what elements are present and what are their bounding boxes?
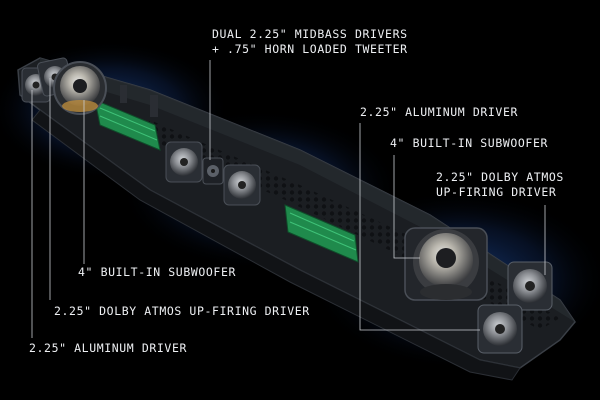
midbass-driver-2 xyxy=(223,164,261,206)
leader-line-subwoofer-right xyxy=(393,155,420,259)
label-dual-midbass-line2: + .75" HORN LOADED TWEETER xyxy=(212,42,408,56)
capacitor xyxy=(150,95,158,117)
circuit-board-left xyxy=(94,99,161,151)
label-atmos-right: 2.25" DOLBY ATMOS UP-FIRING DRIVER xyxy=(436,170,564,200)
midbass-driver-1 xyxy=(165,141,203,183)
leader-line-aluminum-right xyxy=(359,123,480,331)
label-dual-midbass-line1: DUAL 2.25" MIDBASS DRIVERS xyxy=(212,27,408,41)
left-subwoofer xyxy=(53,61,107,115)
right-atmos-driver xyxy=(507,261,553,311)
label-atmos-right-line2: UP-FIRING DRIVER xyxy=(436,185,557,199)
label-atmos-right-line1: 2.25" DOLBY ATMOS xyxy=(436,170,564,184)
label-atmos-left: 2.25" DOLBY ATMOS UP-FIRING DRIVER xyxy=(54,304,310,318)
label-dual-midbass: DUAL 2.25" MIDBASS DRIVERS + .75" HORN L… xyxy=(212,27,408,57)
label-subwoofer-right: 4" BUILT-IN SUBWOOFER xyxy=(390,136,548,150)
capacitor xyxy=(120,85,127,103)
horn-tweeter xyxy=(202,157,224,185)
label-subwoofer-left: 4" BUILT-IN SUBWOOFER xyxy=(78,265,236,279)
label-aluminum-driver-right: 2.25" ALUMINUM DRIVER xyxy=(360,105,518,119)
circuit-board-center xyxy=(284,204,359,263)
leader-lines xyxy=(31,60,546,338)
label-aluminum-driver-left: 2.25" ALUMINUM DRIVER xyxy=(29,341,187,355)
right-aluminum-driver xyxy=(477,304,523,354)
right-subwoofer xyxy=(404,227,488,301)
